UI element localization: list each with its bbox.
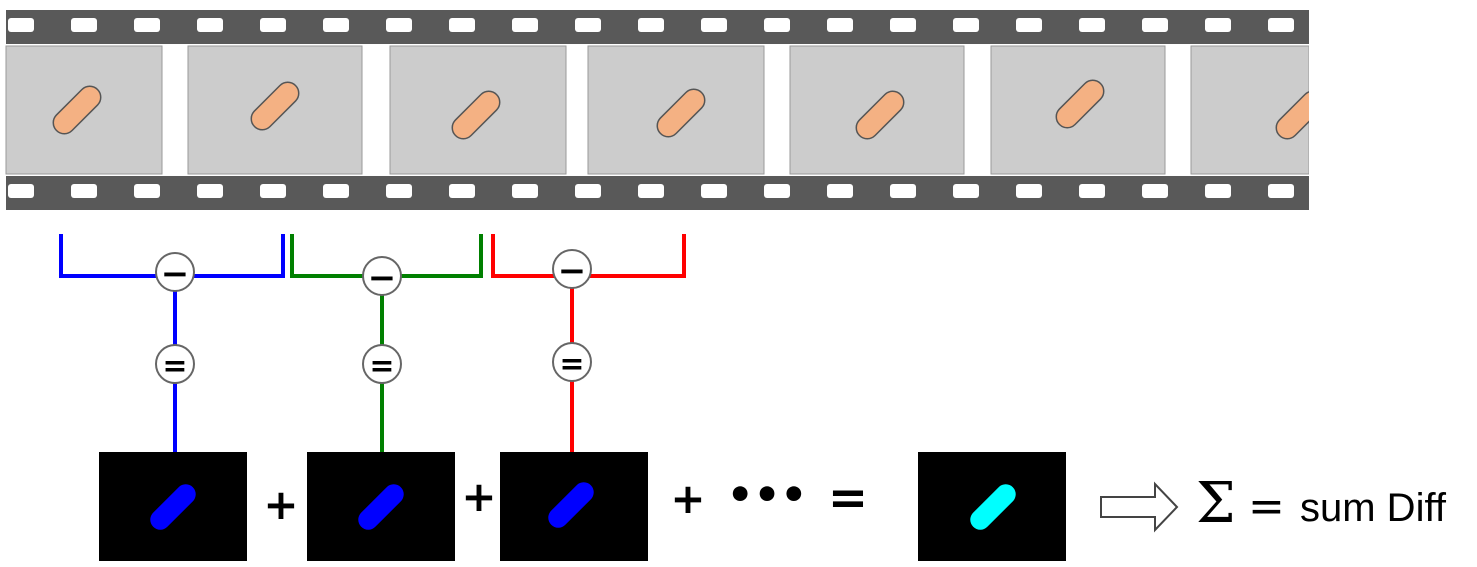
equals-node-green: = — [362, 344, 402, 384]
sprocket-hole-bottom — [134, 184, 160, 198]
minus-node-blue: − — [155, 252, 195, 294]
sprocket-hole-bottom — [764, 184, 790, 198]
moving-object — [52, 85, 102, 135]
sprocket-hole-bottom — [512, 184, 538, 198]
sprocket-hole-bottom — [953, 184, 979, 198]
plus-sign-2: + — [461, 472, 496, 521]
diff-image-2 — [307, 452, 455, 561]
ellipsis: ••• — [727, 470, 808, 519]
sprocket-hole-bottom — [575, 184, 601, 198]
sprocket-hole-top — [260, 18, 286, 32]
sprocket-hole-bottom — [323, 184, 349, 198]
moving-object — [855, 90, 905, 140]
plus-sign-1: + — [263, 480, 298, 529]
equals-node-red: = — [552, 342, 592, 382]
sprocket-hole-top — [827, 18, 853, 32]
sprocket-holes — [8, 18, 1294, 198]
svg-text:−: − — [161, 254, 190, 294]
svg-text:−: − — [558, 251, 587, 291]
svg-text:−: − — [368, 258, 397, 298]
sprocket-hole-top — [386, 18, 412, 32]
plus-sign-3: + — [670, 474, 705, 523]
equals-node-blue: = — [155, 344, 195, 384]
sprocket-hole-bottom — [71, 184, 97, 198]
sprocket-hole-bottom — [638, 184, 664, 198]
diff-image-1 — [99, 452, 247, 561]
sprocket-hole-top — [1205, 18, 1231, 32]
moving-object — [1055, 79, 1105, 129]
result-equals-sign: = — [828, 470, 868, 526]
sprocket-hole-bottom — [701, 184, 727, 198]
sum-image — [918, 452, 1066, 561]
sprocket-hole-bottom — [1205, 184, 1231, 198]
sprocket-hole-top — [890, 18, 916, 32]
sprocket-hole-bottom — [890, 184, 916, 198]
sprocket-hole-bottom — [8, 184, 34, 198]
svg-text:=: = — [559, 347, 584, 382]
sum-diff-text: sum Diff — [1300, 486, 1447, 530]
sprocket-hole-top — [1079, 18, 1105, 32]
sprocket-hole-top — [512, 18, 538, 32]
svg-text:=: = — [162, 349, 187, 384]
sprocket-hole-top — [764, 18, 790, 32]
difference-brackets: − − − = = = — [59, 234, 686, 452]
sprocket-hole-top — [1268, 18, 1294, 32]
sprocket-hole-bottom — [1142, 184, 1168, 198]
sprocket-hole-bottom — [1268, 184, 1294, 198]
sprocket-hole-bottom — [1079, 184, 1105, 198]
sprocket-hole-top — [1016, 18, 1042, 32]
sprocket-hole-top — [8, 18, 34, 32]
moving-object — [451, 90, 501, 140]
sprocket-hole-top — [638, 18, 664, 32]
film-frames — [5, 0, 1477, 230]
minus-node-green: − — [362, 256, 402, 298]
moving-object — [250, 81, 300, 131]
minus-node-red: − — [552, 249, 592, 291]
result-arrow — [1100, 481, 1179, 533]
sprocket-hole-bottom — [260, 184, 286, 198]
sprocket-hole-top — [953, 18, 979, 32]
sprocket-hole-top — [197, 18, 223, 32]
strip-edge-mask — [1309, 0, 1477, 230]
svg-text:=: = — [369, 349, 394, 384]
sprocket-hole-bottom — [1016, 184, 1042, 198]
sprocket-hole-bottom — [386, 184, 412, 198]
sprocket-hole-top — [1142, 18, 1168, 32]
diff-image-3 — [500, 452, 648, 561]
film-strip — [5, 0, 1477, 230]
sprocket-hole-bottom — [197, 184, 223, 198]
sum-equals-sign: = — [1248, 481, 1285, 532]
sprocket-hole-bottom — [827, 184, 853, 198]
sprocket-hole-top — [575, 18, 601, 32]
difference-images: + + + ••• = — [99, 452, 1066, 561]
sigma-symbol: Σ — [1196, 471, 1236, 536]
sprocket-hole-top — [701, 18, 727, 32]
sum-diff-label: Σ = sum Diff — [1196, 471, 1447, 536]
moving-object — [656, 88, 706, 138]
sprocket-hole-top — [323, 18, 349, 32]
sprocket-hole-top — [134, 18, 160, 32]
sprocket-hole-top — [71, 18, 97, 32]
sprocket-hole-bottom — [449, 184, 475, 198]
sprocket-hole-top — [449, 18, 475, 32]
